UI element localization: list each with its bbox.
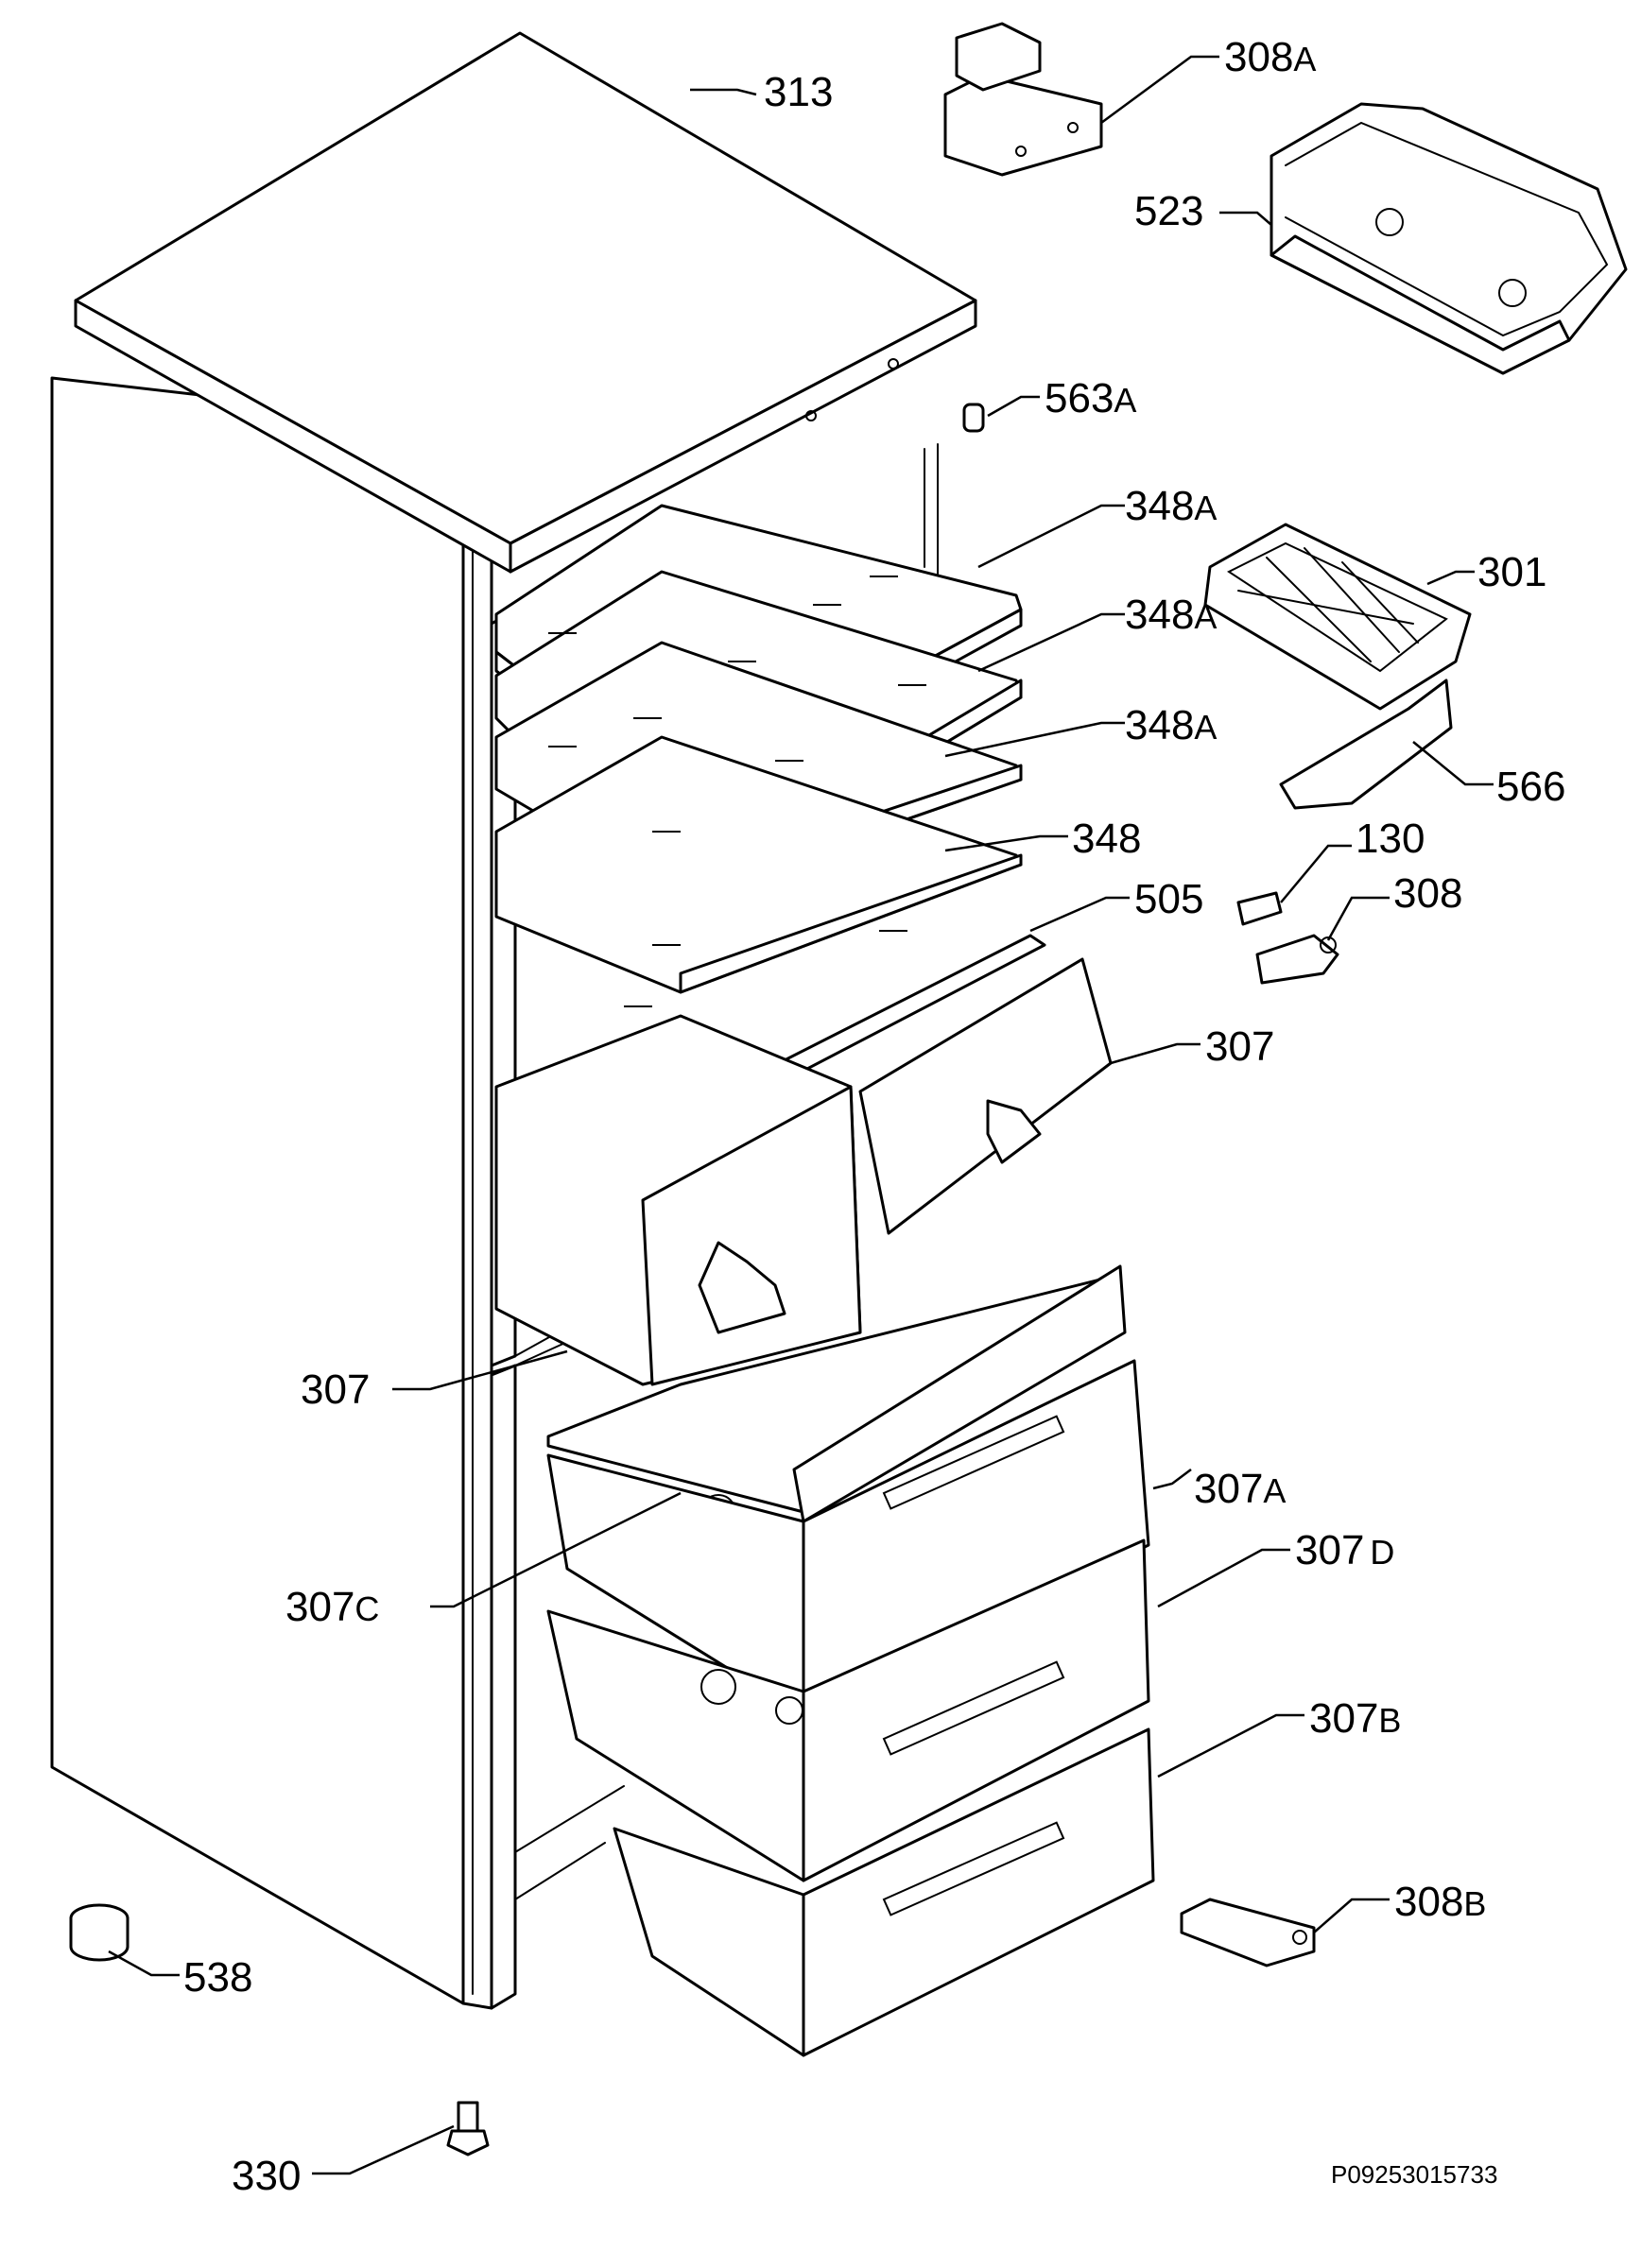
- label-313: 313: [764, 69, 833, 115]
- part-labels: 313 308A 523 563A 348A 348A 348A 348 301…: [183, 34, 1565, 2199]
- label-348: 348: [1072, 816, 1141, 862]
- hinge-308b: [1180, 1898, 1316, 1967]
- label-523: 523: [1134, 188, 1203, 234]
- freezer-drawer-307d: [546, 1538, 1150, 1882]
- screw-563a: [924, 403, 985, 577]
- ice-tray-301: [1203, 523, 1472, 711]
- label-505: 505: [1134, 876, 1203, 922]
- label-307a: 307A: [1194, 1466, 1286, 1512]
- glass-shelves: [494, 504, 1023, 1007]
- drawing-code: P09253015733: [1331, 2160, 1497, 2189]
- freezer-drawer-307a: [546, 1359, 1150, 1717]
- ice-bowl-523: [1270, 102, 1628, 375]
- part-130: [1236, 891, 1283, 926]
- label-308a: 308A: [1224, 34, 1316, 80]
- freezer-drawer-307c: [546, 1264, 1127, 1530]
- label-566: 566: [1496, 764, 1565, 810]
- hinge-bracket-308a: [943, 22, 1103, 177]
- hinge-308: [1255, 934, 1339, 985]
- label-348a-3: 348A: [1125, 702, 1217, 748]
- label-307b: 307B: [1309, 1695, 1401, 1742]
- crisper-drawers-307: [494, 957, 1113, 1386]
- label-348a-2: 348A: [1125, 592, 1217, 638]
- label-307-left: 307: [301, 1366, 370, 1413]
- label-308b: 308B: [1394, 1879, 1486, 1925]
- freezer-drawer-307b: [613, 1727, 1155, 2057]
- leader-lines: [108, 55, 1494, 2175]
- label-307c: 307C: [285, 1584, 379, 1630]
- label-301: 301: [1477, 549, 1546, 595]
- label-563a: 563A: [1045, 375, 1136, 421]
- label-330: 330: [232, 2153, 301, 2199]
- label-538: 538: [183, 1954, 252, 2001]
- foot-330: [446, 2101, 490, 2156]
- label-130: 130: [1356, 816, 1425, 862]
- top-cover-313: [74, 31, 977, 574]
- label-307-right: 307: [1205, 1023, 1274, 1070]
- scraper-566: [1279, 679, 1453, 810]
- cabinet-body: [50, 376, 625, 2010]
- label-348a-1: 348A: [1125, 483, 1217, 529]
- foot-538: [69, 1903, 130, 1962]
- label-308: 308: [1393, 870, 1462, 917]
